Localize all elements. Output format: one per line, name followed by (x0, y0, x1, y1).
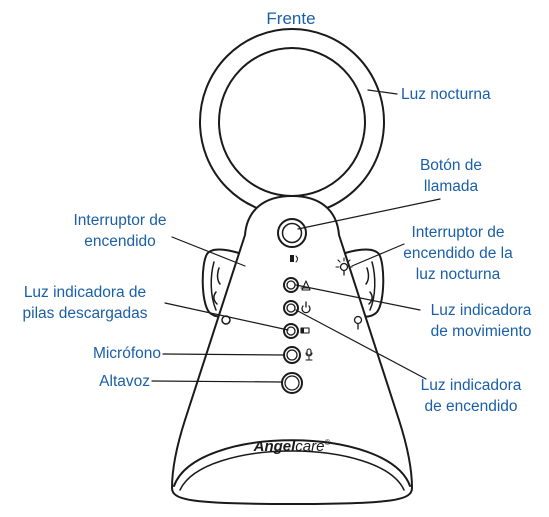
label-power-light: Luz indicadora de encendido (420, 377, 522, 415)
speaker-grille (281, 372, 303, 394)
device-base (173, 439, 411, 491)
power-indicator-light (283, 300, 299, 316)
bell-icon (290, 255, 298, 263)
microphone-hole (283, 346, 301, 364)
label-night-light: Luz nocturna (401, 86, 491, 103)
bulb-icon (353, 315, 363, 330)
brand-logo: Angelcare® (253, 438, 331, 455)
bulb-rays-icon (335, 257, 353, 276)
call-button[interactable] (277, 218, 307, 248)
battery-icon (300, 327, 310, 334)
battery-indicator-light (283, 323, 299, 339)
label-low-battery: Luz indicadora de pilas descargadas (22, 284, 148, 322)
diagram-title: Frente (266, 9, 316, 28)
label-microphone: Micrófono (92, 345, 161, 362)
leader-lines (151, 89, 441, 383)
label-night-light-switch: Interruptor de encendido de la luz noctu… (403, 224, 513, 283)
night-light-ring (199, 28, 385, 216)
power-icon (301, 301, 311, 314)
microphone-icon (305, 348, 313, 361)
label-call-button: Botón de llamada (419, 157, 483, 195)
label-speaker: Altavoz (99, 373, 150, 390)
motion-indicator-light (283, 277, 299, 293)
label-motion-light: Luz indicadora de movimiento (430, 302, 532, 340)
label-power-switch: Interruptor de encendido (73, 212, 167, 250)
